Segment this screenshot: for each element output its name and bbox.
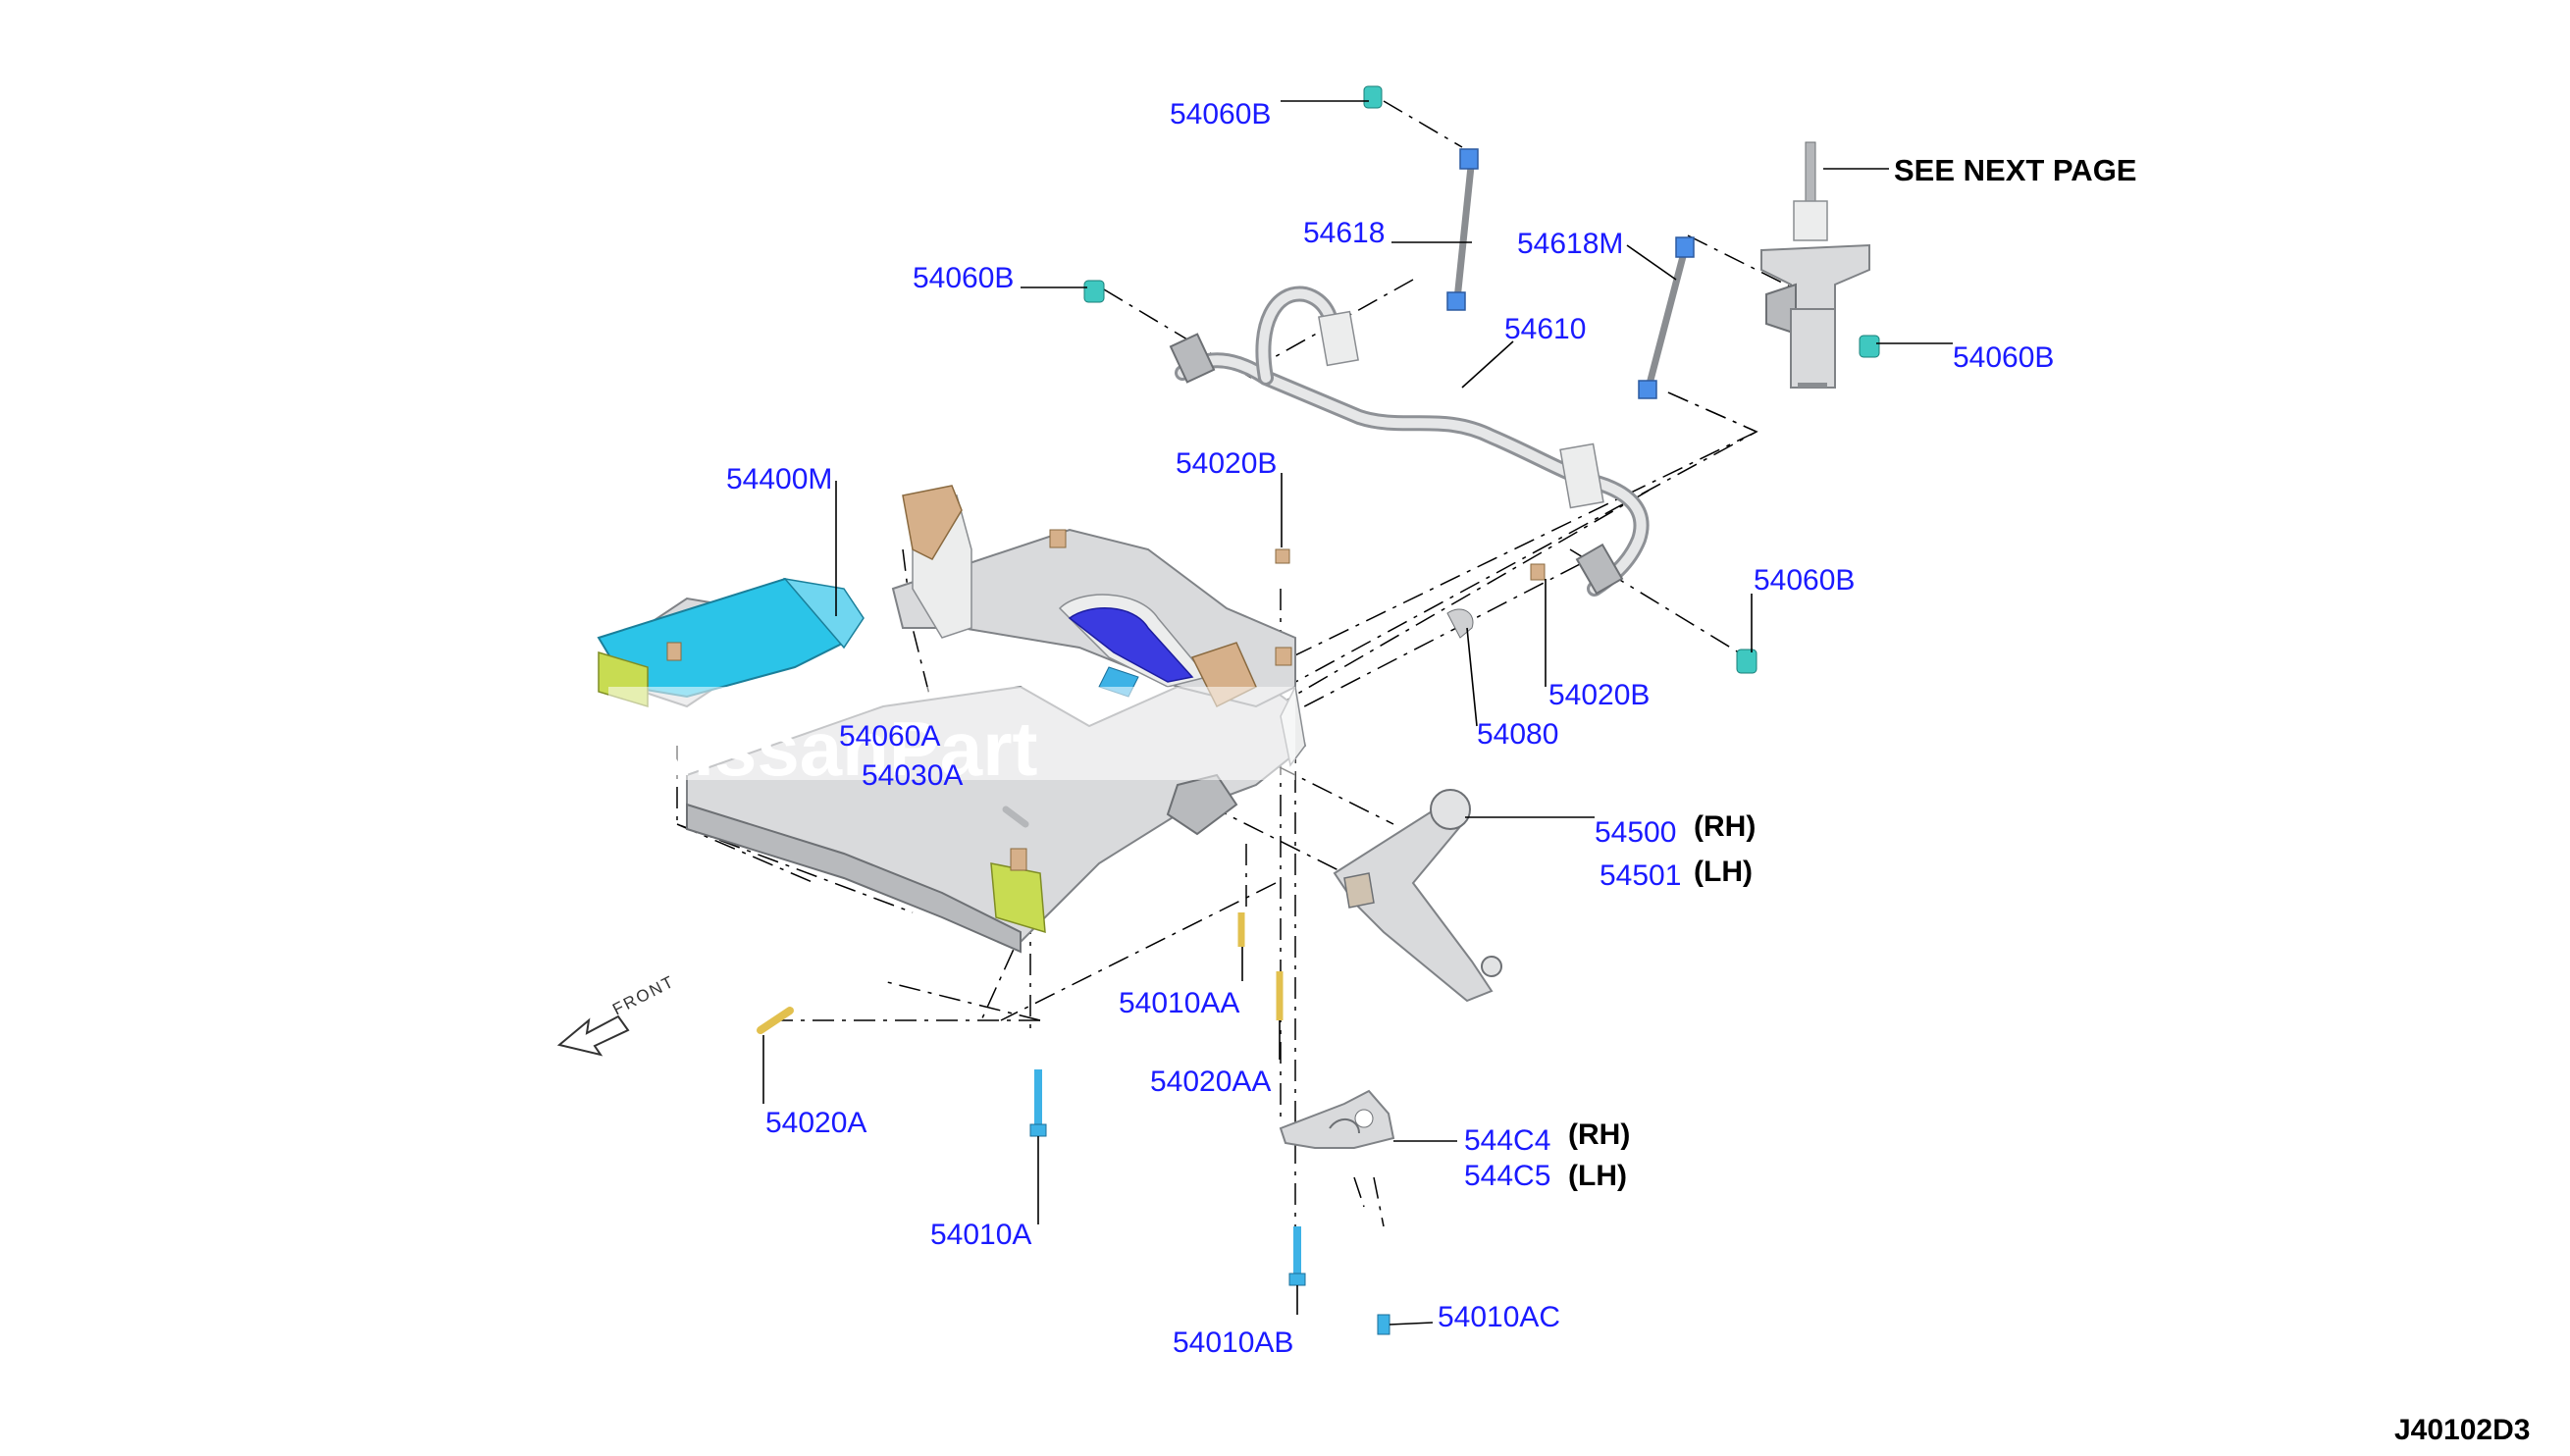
label-54618M: 54618M xyxy=(1517,228,1623,260)
leader-lines xyxy=(762,100,1953,1326)
label-54010AC: 54010AC xyxy=(1438,1301,1560,1333)
label-54618: 54618 xyxy=(1303,217,1385,249)
stabilizer-link-54618M xyxy=(1638,236,1695,399)
label-54400M: 54400M xyxy=(726,463,832,495)
label-see-next-page: SEE NEXT PAGE xyxy=(1894,153,2137,187)
label-54060A: 54060A xyxy=(839,720,940,753)
watermark-text: NissanPart xyxy=(638,705,1038,792)
label-54010AB: 54010AB xyxy=(1173,1326,1293,1359)
label-544C5: 544C5 xyxy=(1464,1160,1550,1192)
label-54501: 54501 xyxy=(1600,859,1681,892)
watermark: NissanPart xyxy=(608,687,1295,792)
bracket-544C4 xyxy=(1279,1089,1395,1149)
label-54060B-top: 54060B xyxy=(1170,98,1271,130)
label-54010A: 54010A xyxy=(930,1219,1031,1251)
label-54060B-left: 54060B xyxy=(913,262,1014,294)
label-54020B-top: 54020B xyxy=(1176,447,1277,480)
strut-assembly xyxy=(1760,141,1870,389)
bolt-54030A xyxy=(1002,806,1029,828)
label-54500: 54500 xyxy=(1595,816,1676,849)
stabilizer-link-54618 xyxy=(1446,148,1479,311)
front-direction-arrow-icon: FRONT xyxy=(556,972,678,1057)
label-54610: 54610 xyxy=(1504,313,1586,345)
label-54010AA: 54010AA xyxy=(1119,987,1239,1019)
label-54020B-right: 54020B xyxy=(1548,679,1650,711)
bolt-54020A xyxy=(757,1007,794,1034)
bolt-54010A xyxy=(1029,1069,1047,1137)
bolt-54010AC xyxy=(1377,1314,1390,1335)
label-54030A: 54030A xyxy=(862,759,963,792)
label-54501-side: (LH) xyxy=(1694,856,1753,888)
label-544C4-side: (RH) xyxy=(1568,1118,1630,1151)
front-label: FRONT xyxy=(609,972,678,1019)
label-544C5-side: (LH) xyxy=(1568,1160,1627,1192)
label-54060B-strut: 54060B xyxy=(1953,341,2054,374)
label-544C4: 544C4 xyxy=(1464,1124,1550,1157)
part-labels: 54060B 54618 54060B 54610 54618M SEE NEX… xyxy=(726,98,2530,1446)
bolt-54010AB xyxy=(1288,1226,1306,1286)
label-54080: 54080 xyxy=(1477,718,1558,751)
diagram-code: J40102D3 xyxy=(2394,1414,2530,1446)
label-54060B-right: 54060B xyxy=(1754,564,1855,597)
label-54020AA: 54020AA xyxy=(1150,1066,1271,1098)
label-54020A: 54020A xyxy=(765,1107,866,1139)
label-54500-side: (RH) xyxy=(1694,810,1756,843)
stabilizer-bar-54610 xyxy=(1169,286,1650,597)
transverse-link-54500 xyxy=(1333,789,1502,1003)
